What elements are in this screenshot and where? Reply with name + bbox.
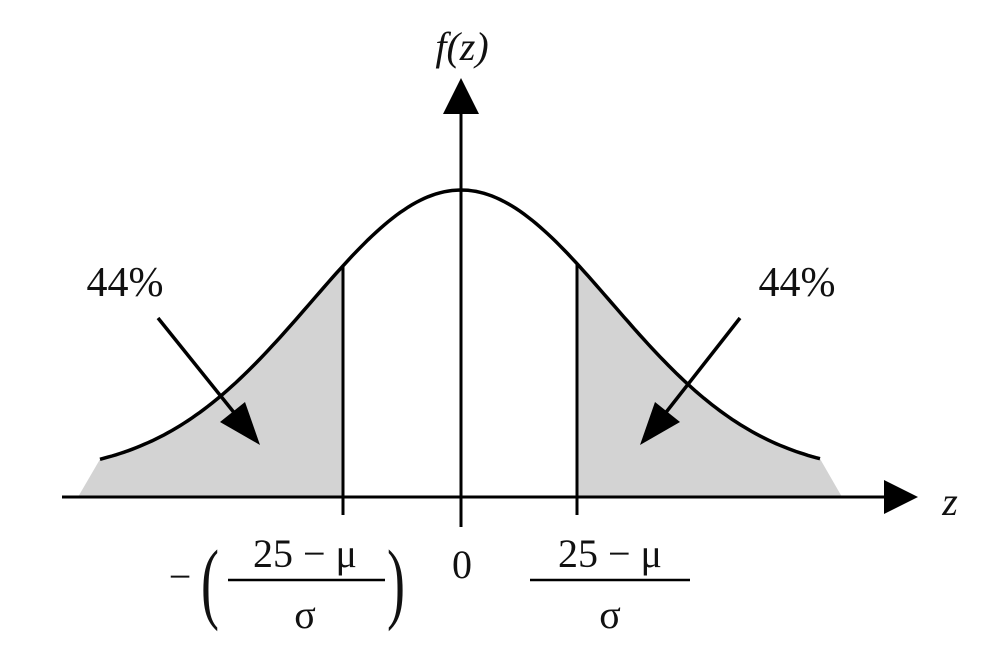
left-bound-denominator: σ (294, 592, 316, 637)
left-bound-open-paren: ( (201, 533, 219, 632)
origin-label: 0 (452, 542, 472, 587)
y-axis-label: f(z) (435, 24, 488, 69)
left-tail-shaded-area (78, 265, 343, 497)
right-bound-denominator: σ (599, 592, 621, 637)
left-bound-prefix: − (169, 554, 192, 599)
x-axis-label: z (941, 479, 958, 524)
right-bound-label: 25 − μ σ (530, 531, 690, 637)
left-bound-numerator: 25 − μ (253, 531, 357, 576)
left-arrow (156, 316, 242, 422)
left-bound-close-paren: ) (387, 533, 405, 632)
left-arrowhead (220, 402, 260, 445)
left-area-label: 44% (87, 260, 164, 306)
left-bound-label: − ( 25 − μ σ ) (169, 531, 405, 637)
right-arrow (658, 316, 742, 422)
x-axis-arrowhead (884, 480, 918, 514)
right-arrowhead (640, 402, 680, 445)
right-bound-numerator: 25 − μ (558, 531, 662, 576)
right-area-label: 44% (759, 260, 836, 306)
y-axis-arrowhead (443, 78, 479, 114)
